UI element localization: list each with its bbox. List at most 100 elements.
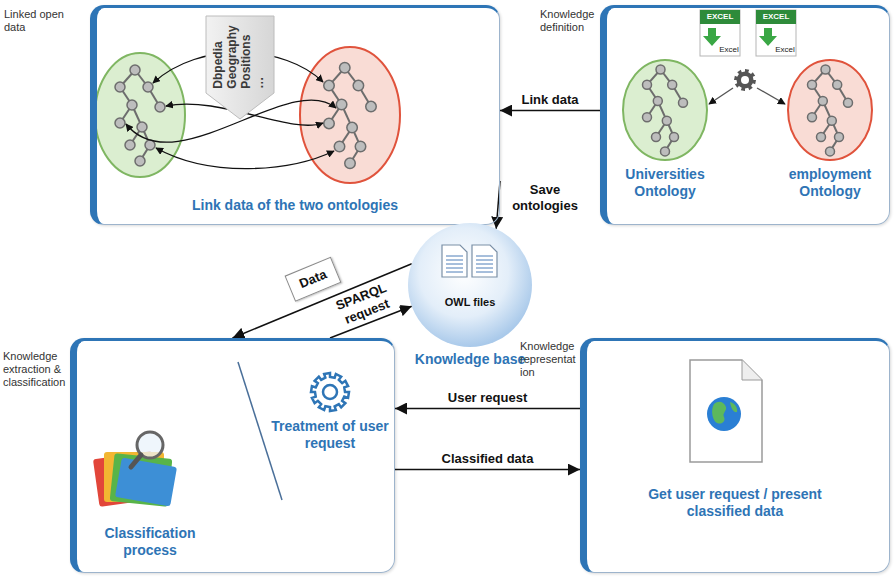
ellipse-shape xyxy=(788,60,872,160)
tree-graph xyxy=(643,113,652,122)
document-icon xyxy=(446,264,463,265)
icon-label: Excel xyxy=(775,46,795,54)
ontology-caption: Universities Ontology xyxy=(615,166,715,200)
tree-graph xyxy=(643,65,688,156)
edge-label: Link data xyxy=(518,92,581,108)
ellipse-shape xyxy=(615,58,715,164)
tree-graph xyxy=(826,147,835,156)
folder-icon xyxy=(131,455,141,467)
data-document: Data xyxy=(284,256,341,301)
region-heading: Knowledge extraction & classification xyxy=(3,350,67,390)
convert-arrow xyxy=(709,88,785,104)
tree-graph xyxy=(345,158,356,169)
tree-graph xyxy=(353,80,364,91)
tree-graph xyxy=(137,122,147,132)
tree-graph xyxy=(324,118,335,128)
document-icon xyxy=(446,260,463,261)
tree-graph xyxy=(115,118,125,128)
process-caption: Classification process xyxy=(85,525,215,559)
gear-icon xyxy=(311,373,349,411)
tree-graph xyxy=(844,98,853,107)
tree-graph xyxy=(130,65,140,75)
tree-graph xyxy=(340,63,351,74)
ellipse-shape xyxy=(623,60,707,160)
tree-graph xyxy=(670,133,679,142)
circle-shape xyxy=(408,223,532,347)
tree-graph xyxy=(643,80,652,89)
link-arrow xyxy=(156,148,334,169)
region-heading: Linked open data xyxy=(4,8,84,34)
icon-label: EXCEL xyxy=(707,13,734,21)
gear-icon xyxy=(741,76,749,84)
document-icon xyxy=(446,256,463,257)
document-icon xyxy=(442,245,467,277)
gear-icon xyxy=(734,69,756,91)
gear-icon xyxy=(323,385,337,399)
document-icon xyxy=(446,268,463,269)
document-icon xyxy=(476,268,493,269)
document-icon xyxy=(476,264,493,265)
tree-graph xyxy=(679,98,688,107)
convert-arrow xyxy=(757,88,785,104)
web-page-icon xyxy=(690,360,762,462)
document-icon xyxy=(472,245,497,277)
tree-graph xyxy=(818,97,827,106)
region-panel: Knowledge representationGet user request… xyxy=(580,338,890,573)
region-heading: Knowledge definition xyxy=(540,8,598,34)
tree-graph xyxy=(808,65,853,156)
tree-graph xyxy=(808,80,817,89)
ontology-ellipse xyxy=(95,53,185,177)
region-panel: Knowledge extraction & classificationCla… xyxy=(70,338,395,573)
tree-graph xyxy=(668,80,677,89)
folder-icon xyxy=(93,432,177,507)
web-page-icon xyxy=(730,402,737,412)
flow-arrow xyxy=(500,110,600,112)
excel-icon xyxy=(700,10,740,56)
tree-graph xyxy=(336,99,347,110)
edge-label: Classified data xyxy=(439,451,537,467)
document-icon xyxy=(446,272,463,273)
tree-graph xyxy=(135,156,145,166)
excel-icon xyxy=(700,10,796,56)
excel-icon xyxy=(759,28,777,46)
tree-graph xyxy=(355,141,366,152)
file-label: OWL files xyxy=(420,296,520,309)
tree-graph xyxy=(155,102,165,112)
excel-icon xyxy=(756,10,796,56)
ellipse-shape xyxy=(780,58,880,164)
icon-label: Excel xyxy=(719,46,739,54)
edge-label: SPARQL request xyxy=(328,278,401,331)
circle-shape xyxy=(408,223,532,347)
tree-graph xyxy=(661,147,670,156)
icon-label: EXCEL xyxy=(763,13,790,21)
document-icon xyxy=(476,256,493,257)
excel-icon xyxy=(700,10,740,24)
document-icon xyxy=(442,245,467,277)
tag-text: Dbpedia Geography Positions … xyxy=(212,25,267,88)
document-icon xyxy=(472,245,497,277)
tree-graph xyxy=(656,65,665,74)
tag-shape xyxy=(206,16,274,119)
folder-icon xyxy=(115,457,177,506)
tree-graph xyxy=(833,80,842,89)
tree-graph xyxy=(653,97,662,106)
document-icon xyxy=(476,260,493,261)
tree-graph xyxy=(143,82,153,92)
tree-graph xyxy=(366,101,377,112)
knowledge-base: OWL filesKnowledge base xyxy=(408,223,532,347)
tree-graph xyxy=(125,140,135,150)
tree-graph xyxy=(821,65,830,74)
tree-graph xyxy=(324,80,335,91)
tree-graph xyxy=(808,113,817,122)
document-icon xyxy=(476,272,493,273)
web-page-icon xyxy=(712,402,726,424)
edge-label: Save ontologies xyxy=(502,182,588,213)
tree-graph xyxy=(347,122,358,133)
excel-icon xyxy=(703,28,721,46)
region-heading: Knowledge representation xyxy=(520,340,578,380)
web-page-icon xyxy=(690,360,762,462)
ontology-ellipse xyxy=(300,47,400,183)
tree-graph xyxy=(652,133,661,142)
ontology-ellipse: Universities Ontology xyxy=(615,58,715,204)
